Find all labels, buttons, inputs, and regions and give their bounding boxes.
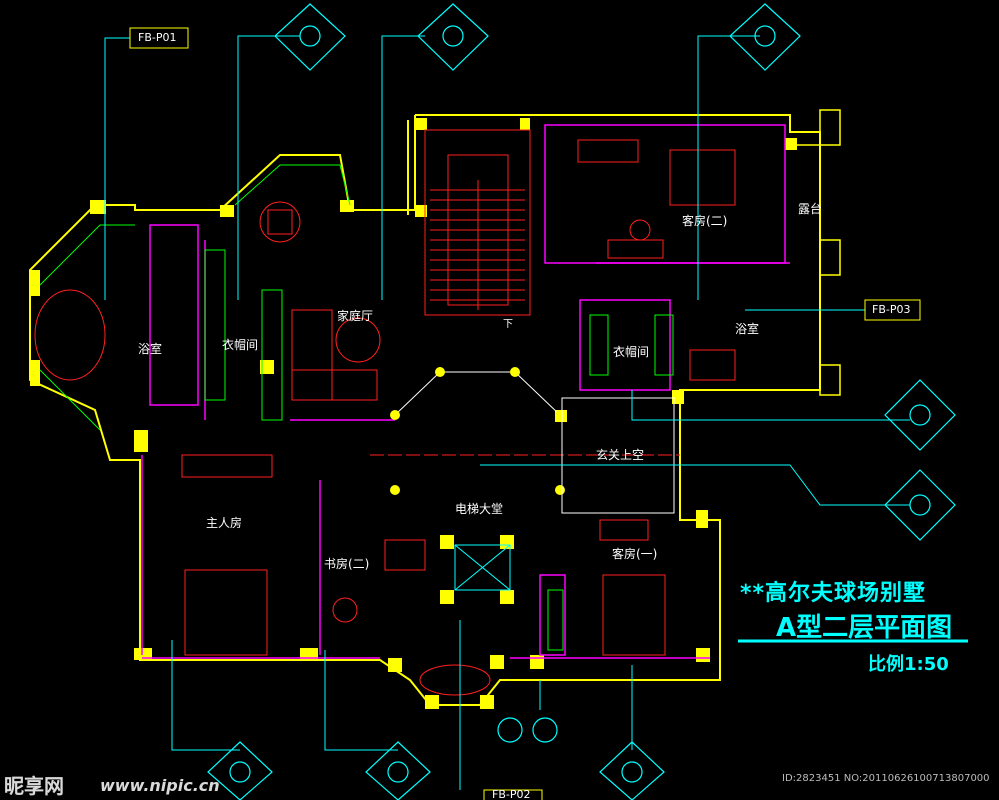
tag-boxes	[129, 27, 921, 800]
room-label-terrace: 露台	[798, 202, 823, 216]
room-label-bath-left: 浴室	[138, 342, 163, 356]
tag-fb-p03: FB-P03	[872, 303, 911, 316]
foyer-void-outline	[370, 367, 680, 514]
room-label-bath-right: 浴室	[735, 322, 760, 336]
leader-lines	[104, 35, 968, 790]
room-label-guest-2: 客房(二)	[682, 214, 728, 228]
staircase	[424, 129, 531, 316]
tag-fb-p01: FB-P01	[138, 31, 177, 44]
watermark-url: www.nipic.cn	[100, 776, 220, 795]
room-label-foyer-void: 玄关上空	[596, 448, 645, 462]
terrace	[790, 109, 841, 396]
furniture	[34, 139, 736, 696]
title-line-2: A型二层平面图	[776, 613, 953, 643]
title-line-1: **高尔夫球场别墅	[740, 581, 927, 606]
room-label-study-2: 书房(二)	[324, 557, 370, 571]
room-label-elevator-hall: 电梯大堂	[455, 502, 504, 516]
room-label-closet-right: 衣帽间	[613, 345, 650, 359]
index-markers	[207, 3, 956, 800]
scale-label: 比例1:50	[868, 654, 949, 675]
bay-windows	[39, 164, 351, 431]
watermark-brand: 昵享网	[4, 774, 64, 798]
wall-blocks	[30, 118, 797, 709]
room-label-master: 主人房	[206, 516, 243, 530]
room-label-closet-left: 衣帽间	[222, 338, 259, 352]
room-label-family-hall: 家庭厅	[337, 309, 374, 323]
closets	[204, 249, 674, 651]
watermark-id: ID:2823451 NO:20110626100713807000	[782, 773, 990, 784]
drawing-title: **高尔夫球场别墅 A型二层平面图	[740, 575, 952, 644]
room-label-stair-down: 下	[503, 319, 513, 330]
room-label-guest-1: 客房(一)	[612, 547, 658, 561]
tag-fb-p02: FB-P02	[492, 788, 531, 800]
